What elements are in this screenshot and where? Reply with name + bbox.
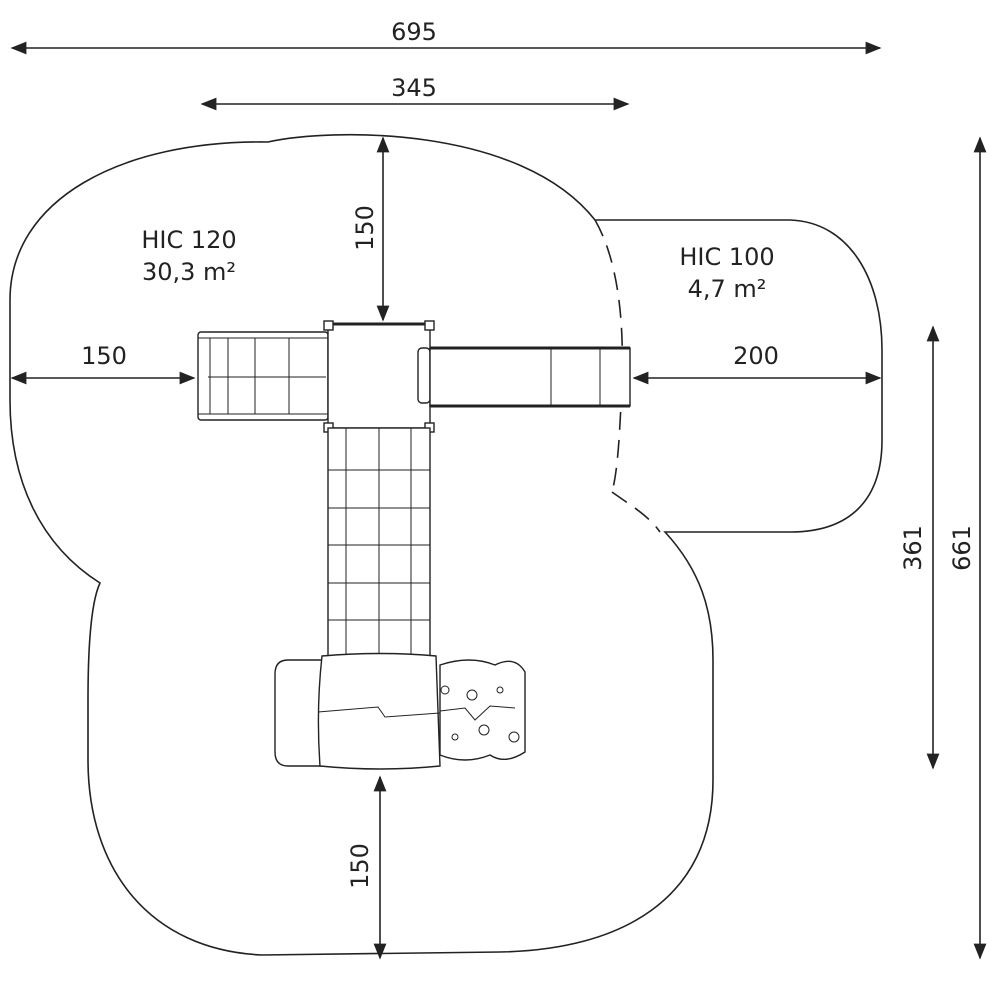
- slide: [429, 346, 631, 408]
- dim-right-zone-height: 361: [899, 525, 927, 571]
- zone-hic100-area: 4,7 m²: [688, 275, 767, 303]
- dimension-lines: [10, 41, 987, 960]
- dim-left-clearance: 150: [81, 342, 127, 370]
- climbing-net: [327, 427, 431, 659]
- dim-total-width: 695: [391, 18, 437, 46]
- dim-top-clearance: 150: [351, 205, 379, 251]
- safety-zone-outline: [9, 133, 883, 956]
- platform: [323, 320, 435, 433]
- zone-hic120-area: 30,3 m²: [142, 258, 236, 286]
- dim-right-clearance: 200: [733, 342, 779, 370]
- dim-structure-width: 345: [391, 74, 437, 102]
- bottom-tower: [274, 652, 441, 770]
- dim-total-height: 661: [948, 525, 976, 571]
- zone-hic120-label: HIC 120: [141, 226, 236, 254]
- play-structure: [197, 320, 631, 770]
- climbing-wall: [439, 659, 526, 761]
- dim-bottom-clearance: 150: [346, 843, 374, 889]
- horizontal-ladder: [197, 331, 329, 421]
- zone-hic100-label: HIC 100: [679, 243, 774, 271]
